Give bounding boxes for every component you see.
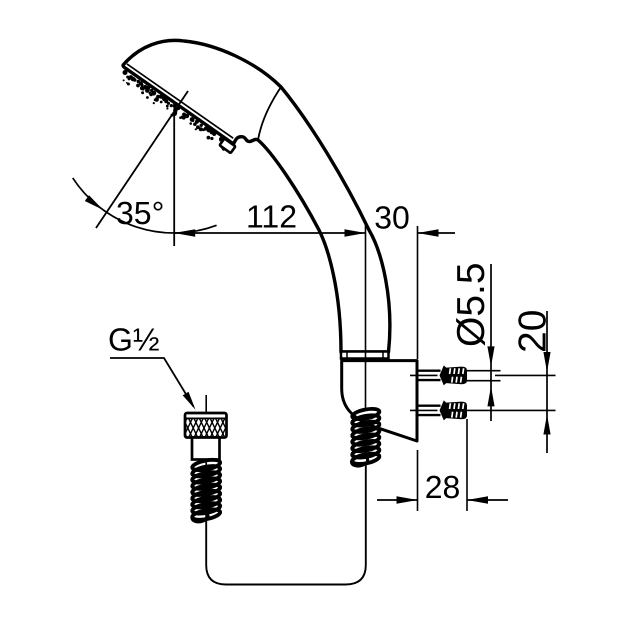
dim-diameter-arrow-top bbox=[487, 346, 495, 367]
mounting-screws bbox=[410, 365, 556, 421]
dim-28-arrow-right bbox=[467, 496, 488, 504]
angle-arc-arrowhead bbox=[84, 195, 104, 210]
dim-28-arrow-left bbox=[396, 496, 418, 504]
angle-dimension bbox=[72, 90, 217, 246]
linear-dimensions-horizontal bbox=[174, 223, 455, 411]
shower-head-and-handle bbox=[121, 38, 392, 354]
head-handle-divider-line bbox=[257, 86, 282, 141]
spray-face-rim-line bbox=[126, 63, 234, 139]
dim-30-label: 30 bbox=[374, 200, 410, 236]
dim-spacing-arrow-top bbox=[543, 352, 551, 372]
dimension-labels: 35° 112 30 28 Ø5.5 20 G½ bbox=[108, 195, 555, 505]
thread-leader bbox=[110, 357, 196, 410]
dim-112-arrow-right bbox=[344, 229, 366, 237]
hose-protection-spring-handle bbox=[349, 406, 382, 468]
angle-label: 35° bbox=[116, 195, 164, 231]
connector-neck bbox=[190, 436, 221, 461]
connector-knurled-nut bbox=[183, 411, 228, 439]
dim-diameter-arrow-bottom bbox=[487, 386, 495, 407]
dim-112-arrow-left bbox=[174, 229, 196, 237]
hose-centerline-path bbox=[205, 462, 367, 586]
shower-hose bbox=[190, 406, 382, 586]
hose-protection-spring-connector bbox=[190, 457, 223, 524]
screw-dimensions bbox=[377, 264, 551, 511]
dim-112-label: 112 bbox=[246, 199, 297, 235]
dim-diameter-label: Ø5.5 bbox=[450, 262, 493, 347]
spray-mode-tab bbox=[218, 137, 237, 154]
dim-spacing-label: 20 bbox=[512, 310, 555, 353]
angle-arc bbox=[72, 177, 217, 234]
dim-spacing-arrow-bottom bbox=[543, 414, 551, 435]
angle-reference-line bbox=[95, 90, 189, 229]
mounting-screw bbox=[417, 400, 467, 421]
dim-28-label: 28 bbox=[425, 469, 461, 505]
thread-leader-line bbox=[110, 357, 195, 407]
mounting-screw bbox=[417, 365, 467, 386]
dim-30-arrow bbox=[417, 229, 439, 237]
thread-label: G½ bbox=[108, 322, 160, 358]
shower-body-outline bbox=[121, 38, 392, 354]
knurl-pattern bbox=[186, 418, 226, 437]
thread-leader-arrowhead bbox=[182, 391, 196, 410]
hose-connector bbox=[183, 395, 228, 465]
